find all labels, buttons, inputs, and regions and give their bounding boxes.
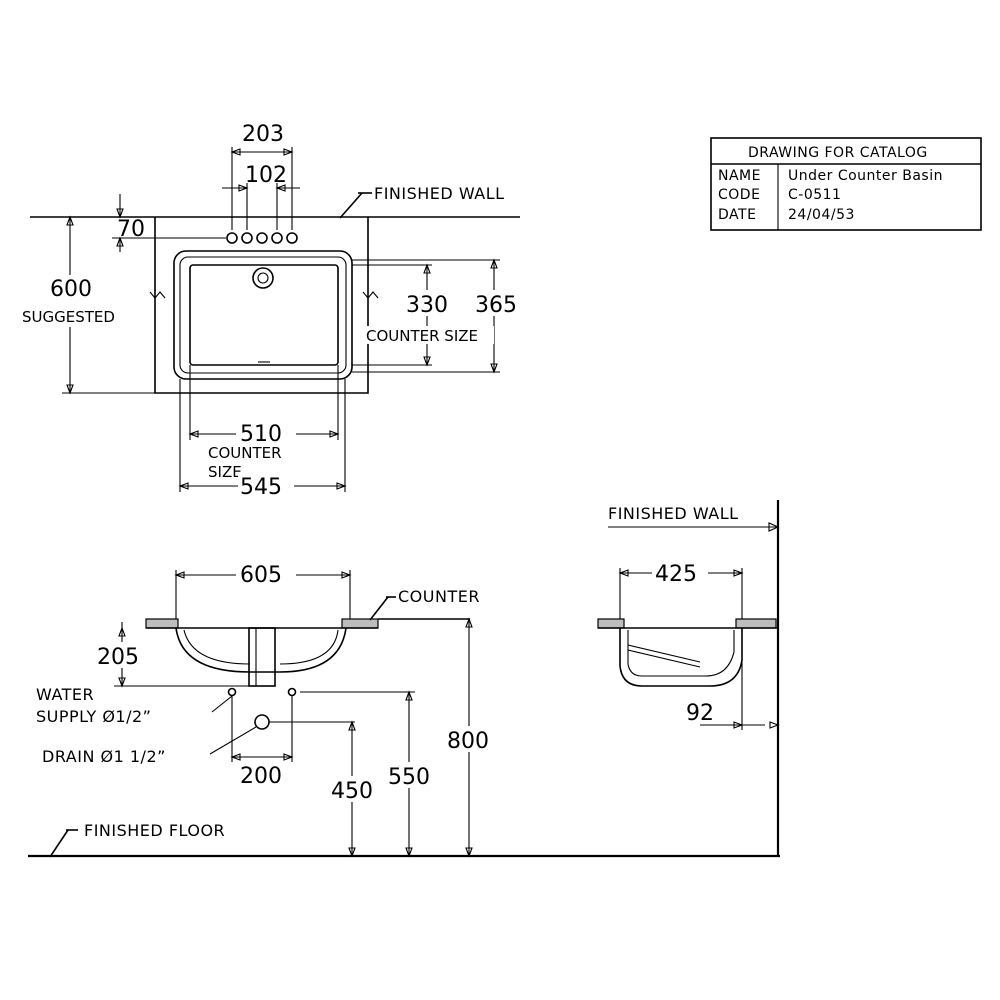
plan-view: FINISHED WALL 203 102 — [22, 122, 520, 500]
title-row-name-value: Under Counter Basin — [788, 168, 943, 184]
title-block: DRAWING FOR CATALOG NAME Under Counter B… — [710, 137, 982, 231]
title-row-code-key: CODE — [718, 187, 760, 203]
plan-dim-70: 70 — [117, 217, 145, 242]
title-row-code-value: C-0511 — [788, 187, 841, 203]
title-block-heading: DRAWING FOR CATALOG — [748, 145, 928, 161]
plan-counter-size-right-label: COUNTER SIZE — [366, 327, 478, 345]
front-dim-550: 550 — [388, 765, 430, 790]
front-finished-floor-label: FINISHED FLOOR — [84, 821, 225, 840]
side-dim-92: 92 — [686, 701, 714, 726]
front-dim-450: 450 — [331, 779, 373, 804]
plan-dim-102: 102 — [245, 163, 287, 188]
front-view: 605 COUNTER 205 WATER SUPPLY Ø1/2” DRAIN… — [28, 561, 780, 858]
plan-dim-330: 330 — [406, 293, 448, 318]
front-dim-605: 605 — [240, 563, 282, 588]
front-counter-label: COUNTER — [398, 587, 480, 606]
plan-dim-365: 365 — [475, 293, 517, 318]
title-row-date-key: DATE — [718, 207, 756, 223]
plan-counter-label: COUNTER — [208, 444, 282, 462]
front-dim-800: 800 — [447, 729, 489, 754]
plan-dim-545: 545 — [240, 475, 282, 500]
plan-size-label: SIZE — [208, 463, 242, 481]
title-row-name-key: NAME — [718, 168, 761, 184]
side-finished-wall-label: FINISHED WALL — [608, 504, 739, 523]
front-dim-205: 205 — [97, 645, 139, 670]
plan-dim-203: 203 — [242, 122, 284, 147]
plan-dim-510: 510 — [240, 422, 282, 447]
side-dim-425: 425 — [655, 562, 697, 587]
plan-suggested-label: SUGGESTED — [22, 308, 115, 326]
side-view: FINISHED WALL 425 92 — [597, 500, 780, 856]
plan-finished-wall-label: FINISHED WALL — [374, 184, 505, 203]
front-water-label: WATER — [36, 685, 94, 704]
title-row-date-value: 24/04/53 — [788, 207, 855, 223]
front-drain-label: DRAIN Ø1 1/2” — [42, 747, 166, 766]
front-dim-200: 200 — [240, 764, 282, 789]
front-supply-label: SUPPLY Ø1/2” — [36, 707, 151, 726]
plan-dim-600: 600 — [50, 277, 92, 302]
